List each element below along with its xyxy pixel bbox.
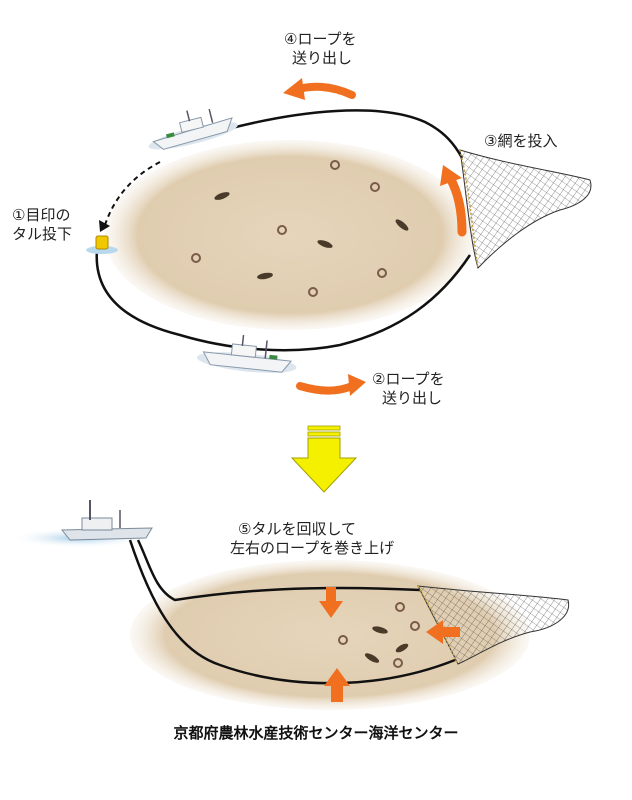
rope-bottom-upper [136, 539, 421, 602]
shell-group-bottom [338, 602, 420, 668]
fish-icon [395, 643, 409, 653]
buoy-icon [86, 235, 118, 254]
direction-arrow-step2 [296, 374, 366, 396]
haul-arrow-left [426, 620, 460, 644]
shell-icon [330, 160, 340, 170]
fishing-boat-icon [60, 500, 153, 541]
seabed-area-top [105, 140, 475, 330]
shell-icon [338, 635, 348, 645]
step1-line1: ①目印の [12, 206, 71, 224]
direction-arrow-step3 [440, 165, 467, 237]
haul-arrow-down [319, 587, 343, 618]
shell-icon [410, 621, 420, 631]
shell-group-top [191, 160, 387, 297]
step4-line1: ④ロープを [284, 30, 357, 48]
step3-label: ③網を投入 [484, 132, 557, 151]
fish-icon [372, 626, 388, 634]
fish-group-top [214, 192, 409, 280]
step4-line2: 送り出し [292, 49, 353, 67]
fish-icon [317, 240, 333, 248]
step2-label: ②ロープを 送り出し [372, 370, 445, 408]
rope-bottom-lower [128, 539, 456, 685]
shell-icon [395, 602, 405, 612]
step1-label: ①目印の タル投下 [12, 206, 72, 244]
step5-line1: ⑤タルを回収して [238, 520, 356, 538]
haul-arrow-up [324, 668, 350, 702]
boat-path-dashed [104, 161, 161, 226]
arrowhead-dashed [99, 220, 110, 232]
shell-icon [277, 225, 287, 235]
credit-text: 京都府農林水産技術センター海洋センター [173, 724, 459, 742]
step3-line1: ③網を投入 [484, 132, 558, 150]
step2-line2: 送り出し [382, 389, 443, 407]
fish-icon [214, 192, 230, 200]
rope-top-loop [223, 109, 464, 159]
fish-icon [395, 219, 409, 231]
step4-label: ④ロープを 送り出し [284, 30, 357, 68]
shell-icon [308, 287, 318, 297]
rope-left-loop [95, 241, 472, 352]
trawl-net-icon [459, 149, 592, 269]
fish-icon [364, 653, 380, 663]
direction-arrow-step4 [283, 78, 356, 100]
shell-icon [370, 182, 380, 192]
fishing-boat-icon [148, 108, 238, 150]
step5-line2: 左右のロープを巻き上げ [230, 539, 395, 557]
step5-label: ⑤タルを回収して 左右のロープを巻き上げ [230, 520, 394, 558]
fish-group-bottom [364, 626, 409, 663]
step1-line2: タル投下 [12, 225, 73, 243]
shell-icon [191, 253, 201, 263]
transition-arrow-icon [290, 425, 358, 493]
shell-icon [377, 268, 387, 278]
shell-icon [393, 658, 403, 668]
fish-icon [257, 272, 273, 280]
fishing-boat-icon [196, 334, 297, 373]
step2-line1: ②ロープを [372, 370, 445, 388]
